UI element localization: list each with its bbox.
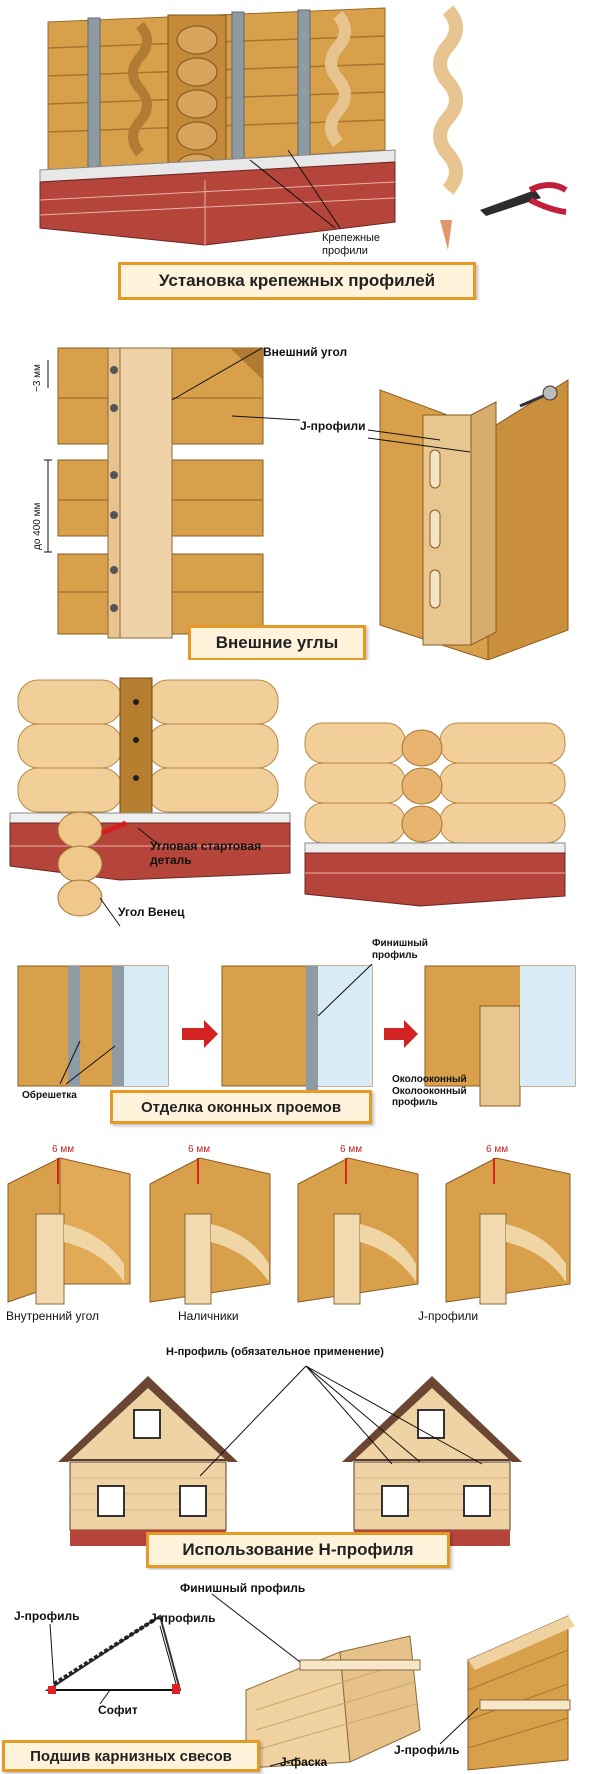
gap-label-4: 6 мм <box>486 1144 509 1155</box>
gap-label-2: 6 мм <box>188 1144 211 1155</box>
corner-crown-label: Угол Венец <box>118 905 185 919</box>
j-profile-left-label: J-профиль <box>14 1609 80 1623</box>
panel-log-corners: Угловая стартовая деталь Угол Венец <box>0 668 600 928</box>
panel-outer-corners: Внешний угол J-профили ~3 мм до 400 мм В… <box>0 340 600 660</box>
outer-corners-illustration <box>44 347 569 660</box>
log-corners-illustration <box>9 677 566 927</box>
gap-label-3: 6 мм <box>340 1144 363 1155</box>
inner-corner-label: Внутренний угол <box>6 1309 99 1323</box>
corner-start-piece-label: Угловая стартовая деталь <box>150 839 262 867</box>
finish-profile-label-window: Финишный профиль <box>372 938 428 961</box>
window-profile-label: Околооконный Околооконный профиль <box>392 1074 467 1108</box>
eaves-banner: Подшив карнизных свесов <box>2 1740 260 1772</box>
lathing-label: Обрешетка <box>22 1090 77 1101</box>
dimension-3mm: ~3 мм <box>32 364 43 392</box>
gap-label-1: 6 мм <box>52 1144 75 1155</box>
j-profile-bottom-label: J-профиль <box>394 1743 460 1757</box>
mounting-profiles-label: Крепежные профили <box>322 232 381 257</box>
h-profile-banner: Использование Н-профиля <box>146 1532 450 1568</box>
soffit-label: Софит <box>98 1703 138 1717</box>
finish-profile-label-eaves: Финишный профиль <box>180 1581 306 1595</box>
panel-mounting-profiles: Крепежные профили Установка крепежных пр… <box>0 0 600 300</box>
outer-corner-label: Внешний угол <box>263 345 348 359</box>
dimension-400mm: до 400 мм <box>32 502 43 550</box>
window-openings-illustration <box>17 963 576 1107</box>
panel-h-profile: Н-профиль (обязательное применение) Испо… <box>0 1338 600 1570</box>
eaves-illustration <box>44 1593 575 1771</box>
h-profile-illustration <box>58 1365 522 1546</box>
j-profiles-label-corner: J-профили <box>300 419 366 433</box>
mounting-profiles-banner: Установка крепежных профилей <box>118 262 476 300</box>
h-profile-note: Н-профиль (обязательное применение) <box>166 1346 384 1358</box>
panel-window-openings: Финишный профиль Обрешетка Околооконный … <box>0 936 600 1136</box>
j-profile-right-label: J-профиль <box>150 1611 216 1625</box>
window-openings-banner: Отделка оконных проемов <box>110 1090 372 1124</box>
outer-corners-banner: Внешние углы <box>188 625 366 660</box>
corner-details-illustration <box>7 1157 571 1305</box>
j-profiles-label-details: J-профили <box>418 1309 479 1323</box>
casings-label: Наличники <box>178 1309 239 1323</box>
mounting-profiles-illustration <box>39 5 568 250</box>
panel-corner-details: 6 мм 6 мм 6 мм 6 мм Внутренний угол Нали… <box>0 1144 600 1330</box>
j-chamfer-label: J-фаска <box>280 1755 328 1769</box>
panel-eaves: Финишный профиль J-профиль J-профиль Соф… <box>0 1580 600 1774</box>
